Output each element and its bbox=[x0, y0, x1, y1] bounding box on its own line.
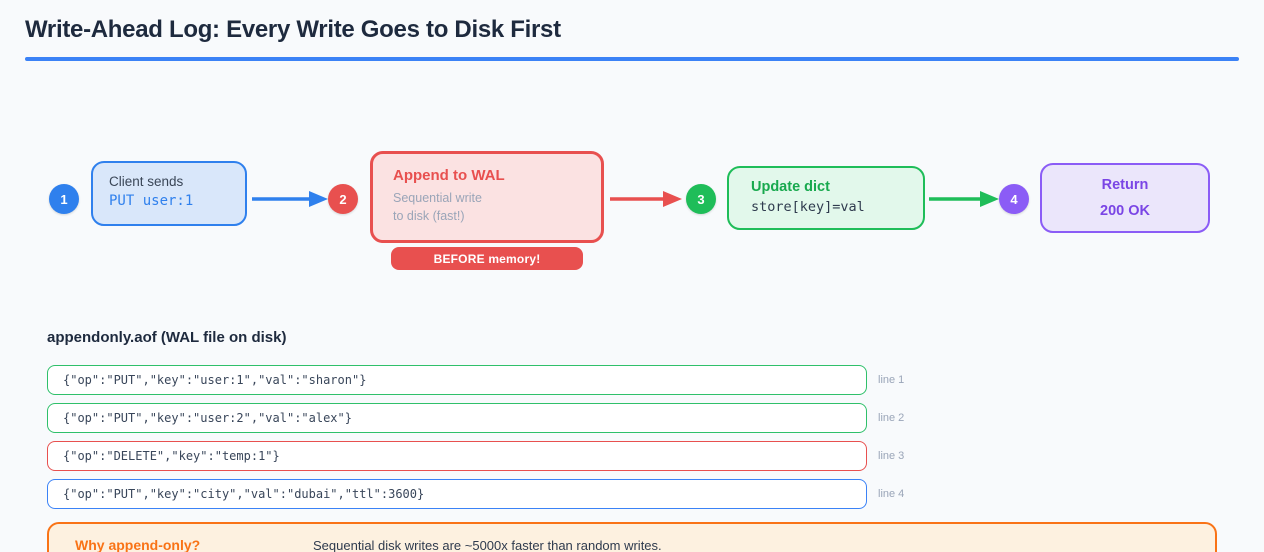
append-wal-subline-2: to disk (fast!) bbox=[393, 209, 465, 224]
wal-entry-row: {"op":"PUT","key":"user:1","val":"sharon… bbox=[47, 365, 867, 395]
wal-entry-row: {"op":"DELETE","key":"temp:1"} bbox=[47, 441, 867, 471]
page-title: Write-Ahead Log: Every Write Goes to Dis… bbox=[25, 16, 561, 43]
before-memory-badge: BEFORE memory! bbox=[391, 247, 583, 270]
why-append-only-callout: Why append-only? Sequential disk writes … bbox=[47, 522, 1217, 552]
client-sends-code: PUT user:1 bbox=[109, 193, 194, 209]
wal-entry-content: {"op":"DELETE","key":"temp:1"} bbox=[63, 449, 280, 463]
step-circle-1: 1 bbox=[49, 184, 79, 214]
step-circle-2: 2 bbox=[328, 184, 358, 214]
return-title: Return bbox=[1101, 176, 1149, 193]
wal-line-label: line 2 bbox=[878, 412, 905, 424]
arrow-right-icon-green bbox=[929, 191, 999, 207]
wal-line-label: line 3 bbox=[878, 450, 905, 462]
arrow-right-icon-blue bbox=[252, 191, 328, 207]
return-status: 200 OK bbox=[1100, 203, 1150, 219]
update-dict-title: Update dict bbox=[751, 179, 830, 195]
flow-box-append-to-wal: Append to WAL Sequential write to disk (… bbox=[370, 151, 604, 243]
wal-entry-content: {"op":"PUT","key":"city","val":"dubai","… bbox=[63, 487, 425, 501]
client-sends-label: Client sends bbox=[109, 174, 184, 189]
wal-file-heading: appendonly.aof (WAL file on disk) bbox=[47, 329, 287, 346]
flow-box-update-dict: Update dict store[key]=val bbox=[727, 166, 925, 230]
wal-entry-content: {"op":"PUT","key":"user:2","val":"alex"} bbox=[63, 411, 352, 425]
append-wal-subline-1: Sequential write bbox=[393, 191, 482, 205]
step-circle-3: 3 bbox=[686, 184, 716, 214]
wal-entry-row: {"op":"PUT","key":"user:2","val":"alex"} bbox=[47, 403, 867, 433]
flow-box-return: Return 200 OK bbox=[1040, 163, 1210, 233]
append-wal-title: Append to WAL bbox=[393, 167, 505, 184]
wal-line-label: line 1 bbox=[878, 374, 905, 386]
wal-entry-row: {"op":"PUT","key":"city","val":"dubai","… bbox=[47, 479, 867, 509]
callout-text: Sequential disk writes are ~5000x faster… bbox=[313, 538, 662, 552]
flow-box-client-sends: Client sends PUT user:1 bbox=[91, 161, 247, 226]
update-dict-code: store[key]=val bbox=[751, 199, 865, 215]
callout-title: Why append-only? bbox=[75, 537, 201, 552]
arrow-right-icon-red bbox=[610, 191, 682, 207]
wal-entry-content: {"op":"PUT","key":"user:1","val":"sharon… bbox=[63, 373, 367, 387]
step-circle-4: 4 bbox=[999, 184, 1029, 214]
wal-line-label: line 4 bbox=[878, 488, 905, 500]
title-underline bbox=[25, 57, 1239, 61]
